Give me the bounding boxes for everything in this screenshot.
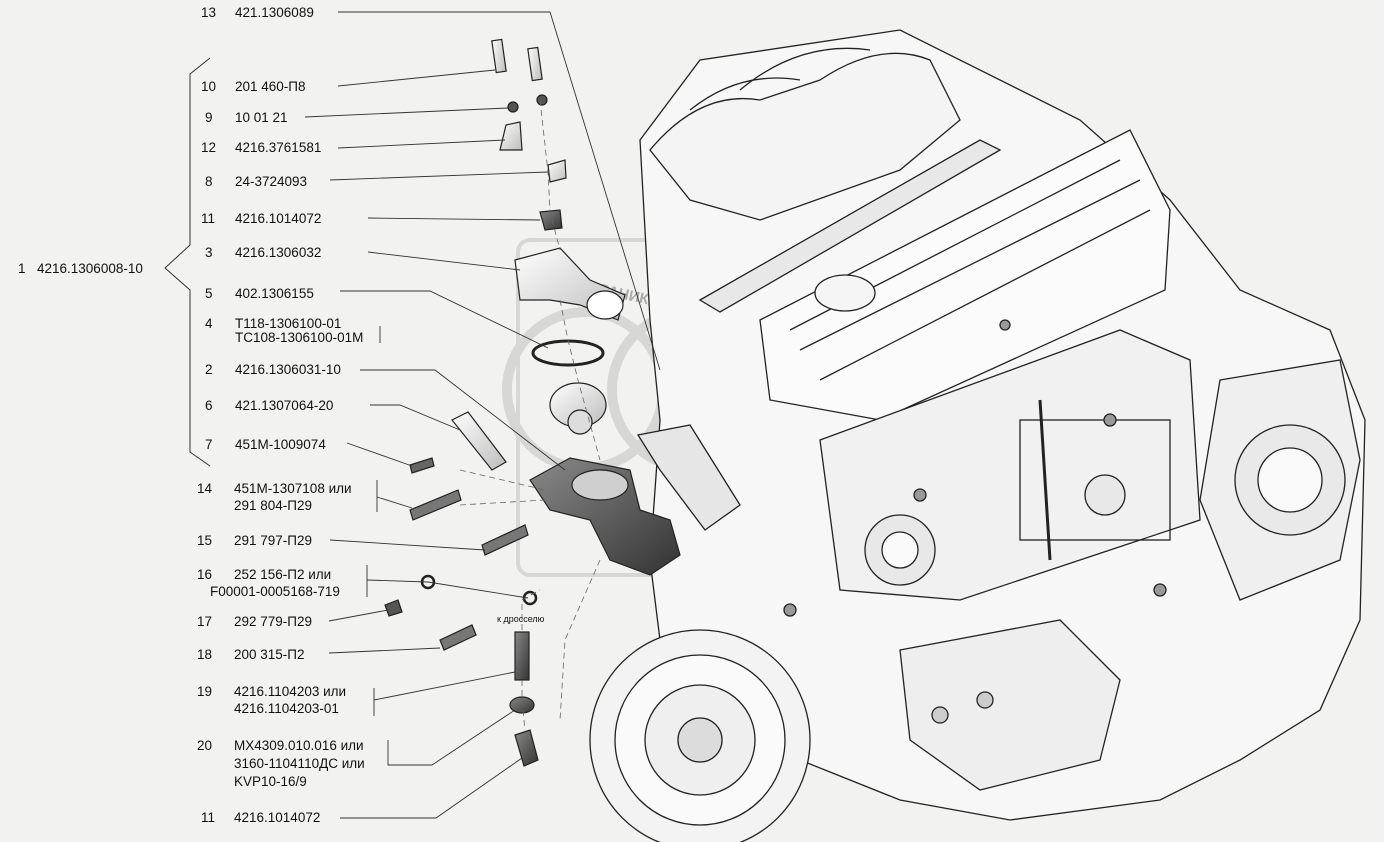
- part-code-alt-2: KVP10-16/9: [234, 774, 307, 789]
- part-code: 4216.1306031-10: [235, 362, 341, 377]
- part-code: 421.1307064-20: [235, 398, 334, 413]
- part-code: 4216.1104203 или: [234, 684, 347, 699]
- part-code-alt: 4216.1104203-01: [234, 701, 339, 716]
- part-code: 252 156-П2 или: [234, 567, 332, 582]
- part-number: 7: [205, 437, 213, 452]
- part-number: 11: [201, 810, 216, 825]
- part-number: 4: [205, 316, 213, 331]
- part-code: 451М-1009074: [235, 437, 326, 452]
- part-number: 3: [205, 245, 213, 260]
- part-code: 10 01 21: [235, 110, 288, 125]
- part-number: 18: [197, 647, 213, 662]
- part-code: 200 315-П2: [234, 647, 305, 662]
- engine-block: [589, 29, 1366, 842]
- part-code: 451М-1307108 или: [234, 481, 352, 496]
- part-number: 15: [197, 533, 213, 548]
- part-number: 17: [197, 614, 213, 629]
- exploded-parts: [384, 38, 681, 767]
- part-number: 20: [197, 738, 213, 753]
- leader-lines: [304, 11, 661, 819]
- assembly-code: 4216.1306008-10: [37, 261, 143, 276]
- part-code: 421.1306089: [235, 5, 314, 20]
- alignment-lines: [459, 99, 601, 731]
- part-code: 291 797-П29: [234, 533, 313, 548]
- part-number: 6: [205, 398, 213, 413]
- part-code-alt: ТС108-1306100-01М: [235, 330, 364, 345]
- part-number: 5: [205, 286, 213, 301]
- part-number: 11: [201, 211, 216, 226]
- part-code: 24-3724093: [235, 174, 308, 189]
- part-number: 10: [201, 79, 217, 94]
- part-code: 4216.1014072: [234, 810, 321, 825]
- part-code: 292 779-П29: [234, 614, 313, 629]
- part-code-alt: F00001-0005168-719: [210, 584, 340, 599]
- part-code: 4216.3761581: [235, 140, 322, 155]
- part-number: 9: [205, 110, 213, 125]
- part-code: Т118-1306100-01: [235, 316, 342, 331]
- part-number: 16: [197, 567, 213, 582]
- assembly-number: 1: [18, 261, 26, 276]
- part-number: 12: [201, 140, 217, 155]
- part-number: 14: [197, 481, 213, 496]
- part-number: 19: [197, 684, 213, 699]
- part-code: 201 460-П8: [235, 79, 306, 94]
- assembly-bracket: [164, 57, 211, 467]
- part-code-alt: 291 804-П29: [234, 498, 313, 513]
- part-code: МХ4309.010.016 или: [234, 738, 364, 753]
- part-code: 402.1306155: [235, 286, 314, 301]
- part-number: 2: [205, 362, 213, 377]
- part-code-alt: 3160-1104110ДС или: [234, 756, 365, 771]
- part-code: 4216.1014072: [235, 211, 322, 226]
- part-code: 4216.1306032: [235, 245, 322, 260]
- part-number: 13: [201, 5, 217, 20]
- annotation-throttle: к дросселю: [497, 614, 545, 624]
- part-number: 8: [205, 174, 213, 189]
